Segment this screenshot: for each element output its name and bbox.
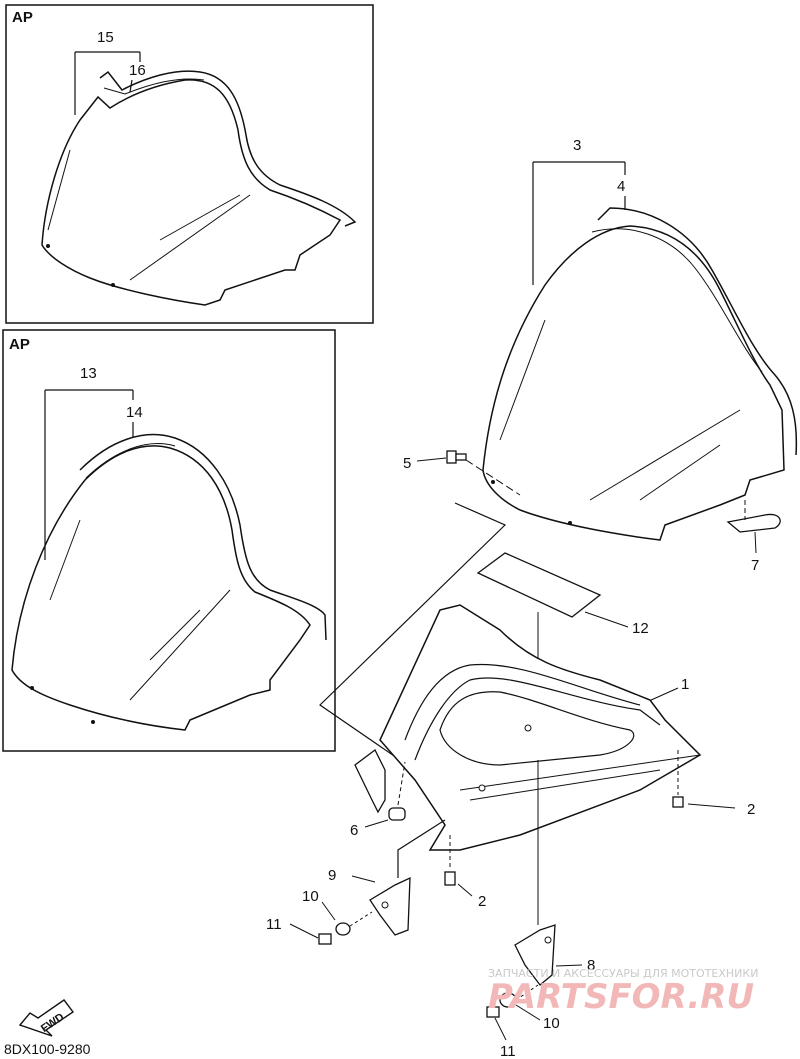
grommet-6: 6 xyxy=(350,761,406,839)
inset-top-tag: AP xyxy=(12,9,33,26)
part-7-bracket: 7 xyxy=(726,500,781,574)
callout-15: 15 xyxy=(97,29,114,46)
callout-11-right: 11 xyxy=(500,1043,516,1059)
callout-7: 7 xyxy=(751,557,759,574)
inset-top-frame xyxy=(5,4,374,324)
callout-3: 3 xyxy=(573,137,581,154)
bolt-5: 5 xyxy=(403,450,521,496)
fwd-arrow-icon: FWD xyxy=(18,999,75,1037)
callout-13: 13 xyxy=(80,365,97,382)
inset-mid-windshield: AP 13 14 xyxy=(2,329,336,752)
watermark-tagline: ЗАПЧАСТИ И АКСЕССУАРЫ ДЛЯ МОТОТЕХНИКИ xyxy=(488,967,758,980)
watermark-logo: PARTSFOR.RU xyxy=(488,977,754,1017)
callout-2-right: 2 xyxy=(747,801,755,818)
callout-2-bottom: 2 xyxy=(478,893,486,910)
callout-6: 6 xyxy=(350,822,358,839)
callout-9: 9 xyxy=(328,867,336,884)
callout-16: 16 xyxy=(129,62,146,79)
callout-14: 14 xyxy=(126,404,143,421)
hardware-left: 10 11 xyxy=(266,888,373,945)
callout-8: 8 xyxy=(587,957,595,974)
diagram-code: 8DX100-9280 xyxy=(4,1041,91,1057)
hardware-right: 10 11 xyxy=(486,984,560,1059)
part-1-cowl: 1 xyxy=(354,604,702,851)
callout-4: 4 xyxy=(617,178,625,195)
callout-5: 5 xyxy=(403,455,411,472)
inset-mid-frame xyxy=(2,329,336,752)
inset-mid-tag: AP xyxy=(9,336,30,353)
callout-1: 1 xyxy=(681,676,689,693)
main-windshield: 3 4 xyxy=(482,137,798,541)
callout-12: 12 xyxy=(632,620,649,637)
callout-11-left: 11 xyxy=(266,916,282,933)
callout-10-right: 10 xyxy=(543,1015,560,1032)
screw-2-bottom: 2 xyxy=(444,835,486,910)
watermark: ЗАПЧАСТИ И АКСЕССУАРЫ ДЛЯ МОТОТЕХНИКИ PA… xyxy=(488,967,758,1017)
screw-2-right: 2 xyxy=(672,750,755,818)
bracket-8: 8 xyxy=(514,760,595,986)
callout-10-left: 10 xyxy=(302,888,319,905)
bracket-9: 9 xyxy=(328,819,446,936)
inset-top-windshield: AP 15 16 xyxy=(5,4,374,324)
